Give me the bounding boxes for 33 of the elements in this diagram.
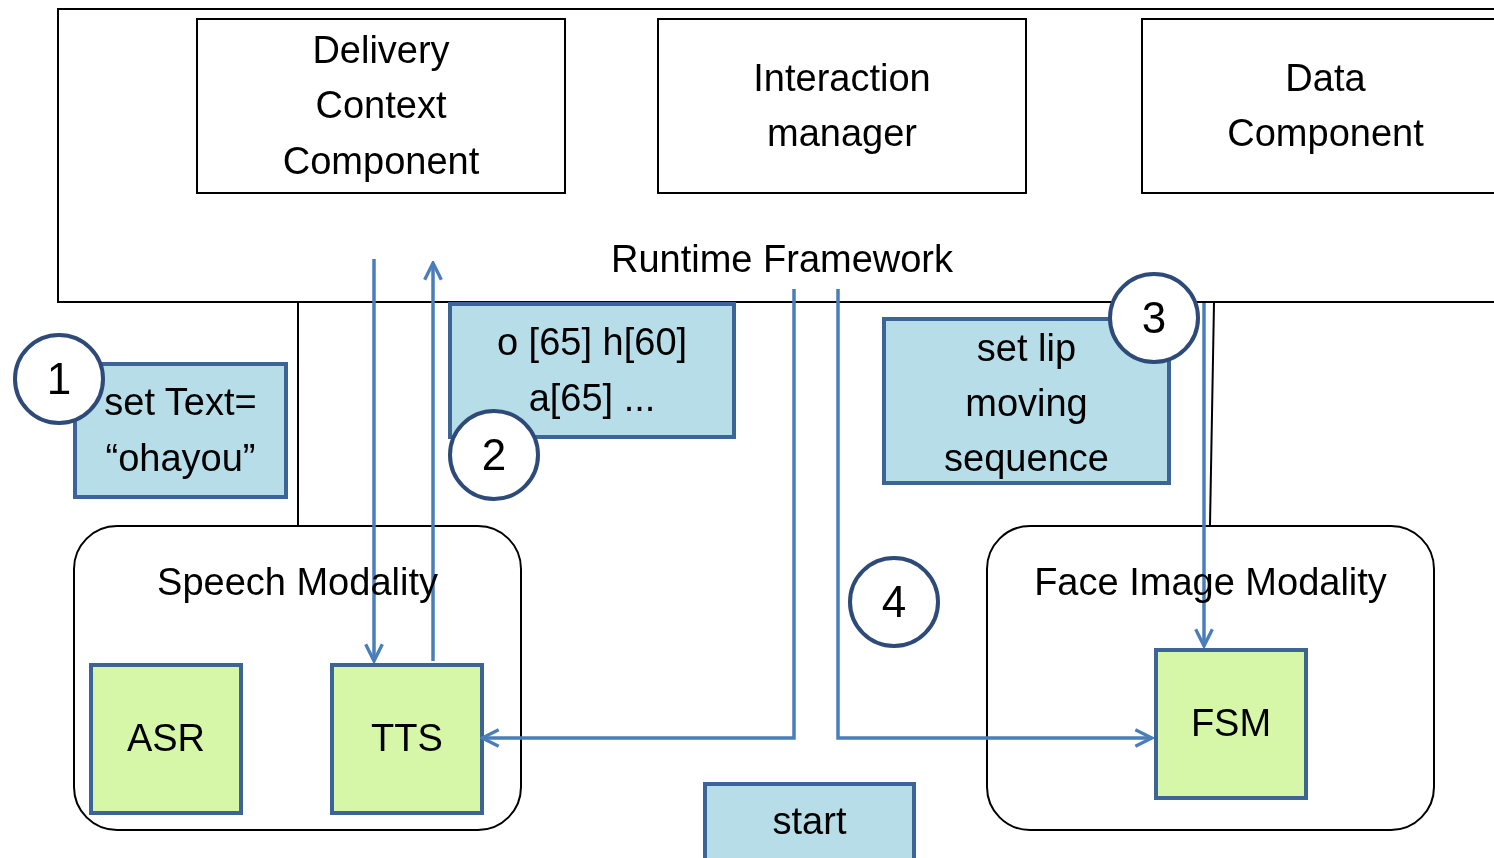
component-label: Interaction manager xyxy=(752,55,932,156)
modality-box xyxy=(73,525,522,831)
arrow xyxy=(364,259,384,663)
component-box xyxy=(196,18,566,194)
engine-box xyxy=(89,663,243,815)
engine-box xyxy=(1154,648,1308,800)
message-box xyxy=(73,362,288,499)
component-label: Delivery Context Component xyxy=(281,28,481,184)
step-number: 1 xyxy=(46,357,72,401)
message-text: o [65] h[60] a[65] ... xyxy=(495,320,689,421)
message-text: set lip moving sequence xyxy=(943,326,1110,482)
component-box xyxy=(1141,18,1494,194)
arrow xyxy=(423,261,443,661)
arrow xyxy=(1194,303,1214,648)
modality-box xyxy=(986,525,1435,831)
step-number: 3 xyxy=(1141,296,1167,340)
arrow xyxy=(836,289,1154,748)
engine-box xyxy=(330,663,484,815)
engine-label: ASR xyxy=(126,716,206,762)
message-text: set Text= “ohayou” xyxy=(103,380,258,481)
message-box xyxy=(448,302,736,439)
engine-label: TTS xyxy=(371,716,443,762)
engine-label: FSM xyxy=(1190,701,1272,747)
step-number: 4 xyxy=(881,580,907,624)
message-text: start xyxy=(772,799,847,845)
message-box xyxy=(703,782,916,858)
arrow xyxy=(480,289,796,748)
component-label: Data Component xyxy=(1226,55,1425,156)
step-number: 2 xyxy=(481,433,507,477)
connector-line xyxy=(297,302,299,526)
framework-label: Runtime Framework xyxy=(610,237,954,282)
connector-line xyxy=(1209,302,1215,526)
component-box xyxy=(657,18,1027,194)
